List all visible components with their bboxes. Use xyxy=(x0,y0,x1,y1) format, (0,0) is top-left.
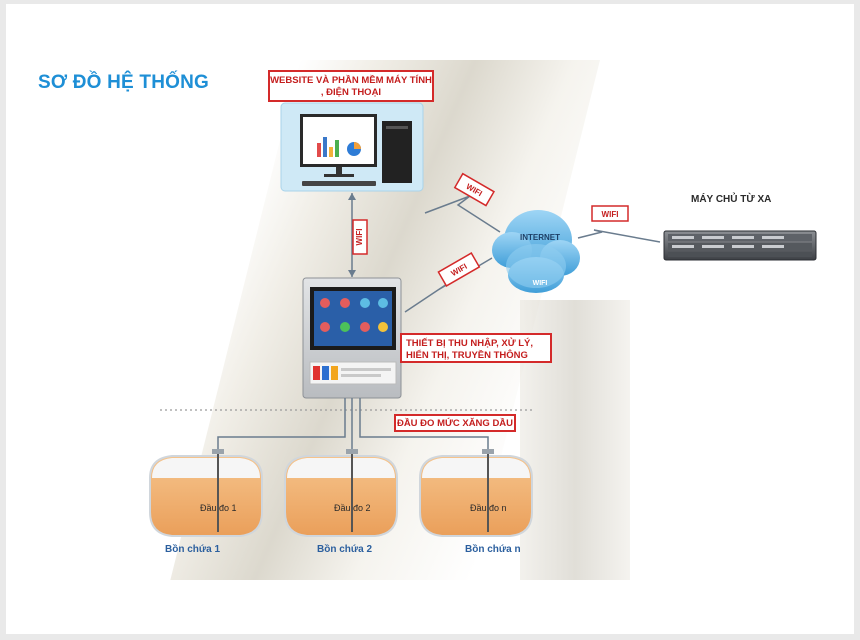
link-cloud-server xyxy=(577,229,661,243)
cloud-wifi-label: WIFI xyxy=(533,280,548,287)
server-label: MÁY CHỦ TỪ XA xyxy=(691,194,772,205)
tank-label-1: Bồn chứa 1 xyxy=(165,544,221,555)
website-software-box: WEBSITE VÀ PHẦN MỀM MÁY TÍNH , ĐIỆN THOẠ… xyxy=(268,70,434,102)
server-rack-icon xyxy=(663,230,817,261)
controller-device-icon xyxy=(302,277,402,399)
tank-label-n: Bồn chứa n xyxy=(465,544,521,555)
diagram-title: SƠ ĐỒ HỆ THỐNG xyxy=(38,72,210,93)
probe-label-2: Đầu đo 2 xyxy=(334,503,371,513)
sensor-description-box: ĐẦU ĐO MỨC XĂNG DẦU xyxy=(394,414,516,432)
internet-label: INTERNET xyxy=(520,233,560,242)
tank-n xyxy=(419,449,533,537)
wifi-badge-server: WIFI xyxy=(591,205,629,222)
wifi-label-server: WIFI xyxy=(602,210,619,219)
wifi-badge-vertical xyxy=(352,219,368,255)
link-computer-cloud xyxy=(424,195,501,233)
probe-wiring xyxy=(217,398,489,452)
computer-illustration xyxy=(280,102,424,192)
tank-label-2: Bồn chứa 2 xyxy=(317,544,373,555)
internet-cloud-icon xyxy=(492,210,580,293)
probe-label-1: Đầu đo 1 xyxy=(200,503,237,513)
wifi-badge-computer: WIFI xyxy=(453,172,495,207)
tank-1 xyxy=(149,449,263,537)
wifi-badge-device: WIFI xyxy=(437,252,481,287)
tank-2 xyxy=(284,449,398,537)
probe-label-n: Đầu đo n xyxy=(470,503,507,513)
device-description-box: THIẾT BỊ THU NHẬP, XỬ LÝ, HIỂN THỊ, TRUY… xyxy=(400,333,552,363)
wifi-label-vertical: WIFI xyxy=(355,229,364,246)
